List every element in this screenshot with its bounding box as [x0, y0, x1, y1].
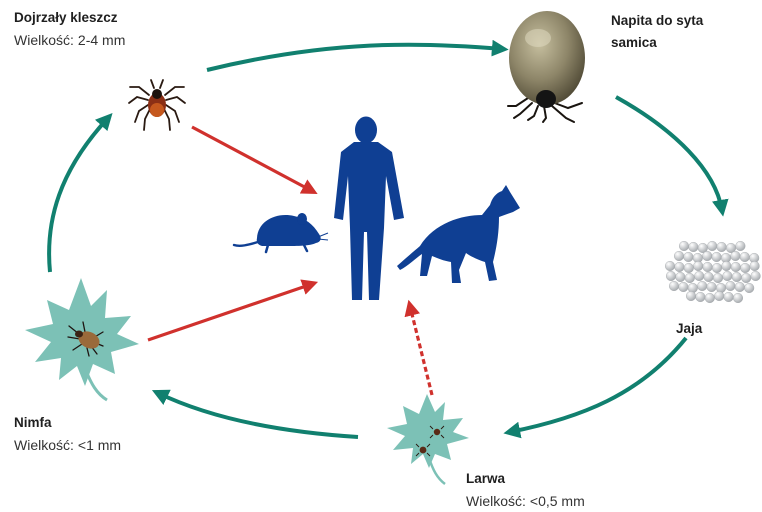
nymph-stage-title: Nimfa — [14, 412, 121, 434]
egg — [702, 251, 712, 261]
egg — [744, 283, 754, 293]
egg — [735, 282, 745, 292]
nymph-leaf-icon — [25, 278, 139, 400]
egg — [674, 251, 684, 261]
arrow-eggs-to-larva — [510, 338, 686, 432]
egg — [684, 252, 694, 262]
egg — [679, 241, 689, 251]
egg — [712, 263, 722, 273]
eggs-label: Jaja — [676, 318, 702, 340]
larva-leaf-icon — [387, 394, 469, 484]
mouse-icon — [234, 213, 328, 252]
adult-size-label: Wielkość: — [14, 32, 74, 48]
human-icon — [334, 117, 404, 301]
larva-size-value: <0,5 mm — [530, 493, 585, 509]
hosts — [234, 117, 520, 301]
larva-stage-title: Larwa — [466, 468, 585, 490]
engorged-female-title-1: Napita do syta — [611, 10, 703, 32]
egg — [665, 261, 675, 271]
adult-size-line: Wielkość:2-4 mm — [14, 29, 125, 51]
adult-stage-label: Dojrzały kleszcz Wielkość:2-4 mm — [14, 7, 125, 51]
egg — [750, 261, 760, 271]
egg — [666, 271, 676, 281]
egg — [707, 241, 717, 251]
eggs-icon — [665, 241, 760, 303]
larva-size-line: Wielkość:<0,5 mm — [466, 490, 585, 512]
nymph-stage-label: Nimfa Wielkość:<1 mm — [14, 412, 121, 456]
egg — [740, 263, 750, 273]
egg — [689, 242, 699, 252]
adult-tick-icon — [129, 80, 185, 130]
dog-icon — [397, 185, 520, 283]
egg — [669, 281, 679, 291]
egg — [713, 273, 723, 283]
engorged-female-label: Napita do syta samica — [611, 10, 703, 54]
egg — [679, 282, 689, 292]
engorged-female-title-2: samica — [611, 32, 703, 54]
egg — [676, 272, 686, 282]
egg — [731, 262, 741, 272]
adult-size-value: 2-4 mm — [78, 32, 125, 48]
egg — [703, 262, 713, 272]
eggs-title: Jaja — [676, 318, 702, 340]
egg — [751, 271, 761, 281]
engorged-tick-icon — [508, 11, 585, 122]
egg — [722, 261, 732, 271]
egg — [724, 292, 734, 302]
arrow-female-to-eggs — [616, 97, 722, 210]
egg — [693, 261, 703, 271]
egg — [717, 242, 727, 252]
nymph-size-line: Wielkość:<1 mm — [14, 434, 121, 456]
egg — [697, 281, 707, 291]
egg — [740, 252, 750, 262]
egg — [726, 281, 736, 291]
egg — [733, 293, 743, 303]
egg — [684, 263, 694, 273]
larva-size-label: Wielkość: — [466, 493, 526, 509]
egg — [685, 273, 695, 283]
arrow-larva-to-nymph — [158, 393, 358, 437]
egg — [736, 241, 746, 251]
egg — [731, 251, 741, 261]
egg — [712, 252, 722, 262]
egg — [686, 291, 696, 301]
egg — [696, 292, 706, 302]
egg — [714, 291, 724, 301]
egg — [741, 273, 751, 283]
adult-stage-title: Dojrzały kleszcz — [14, 7, 125, 29]
egg — [707, 282, 717, 292]
larva-stage-label: Larwa Wielkość:<0,5 mm — [466, 468, 585, 512]
egg — [704, 272, 714, 282]
arrow-adult-to-female — [207, 45, 502, 70]
egg — [675, 262, 685, 272]
arrow-nymph-to-adult — [49, 118, 108, 272]
arrow-adult-to-host — [192, 127, 312, 191]
egg — [705, 293, 715, 303]
nymph-size-value: <1 mm — [78, 437, 121, 453]
arrow-nymph-to-host — [148, 284, 312, 340]
nymph-size-label: Wielkość: — [14, 437, 74, 453]
egg — [694, 271, 704, 281]
arrow-larva-to-host — [410, 306, 432, 395]
egg — [732, 272, 742, 282]
egg — [723, 271, 733, 281]
